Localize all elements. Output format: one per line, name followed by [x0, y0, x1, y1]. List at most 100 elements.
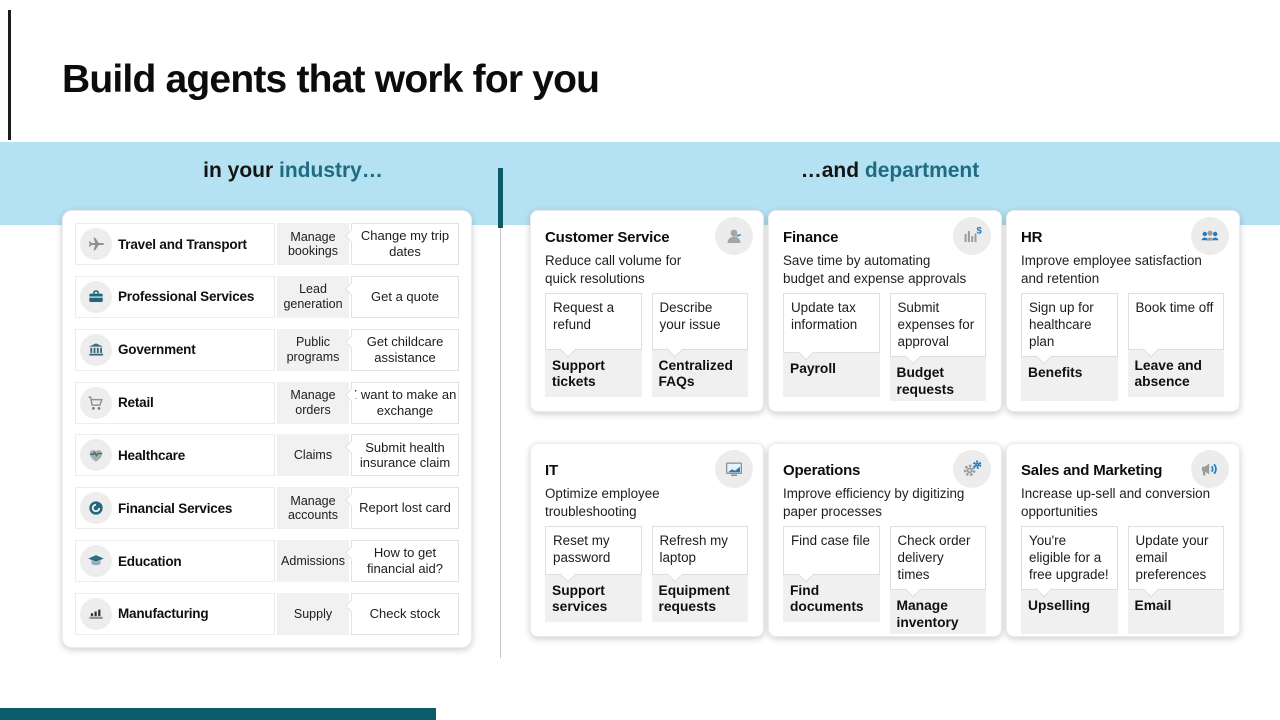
person-icon [715, 217, 753, 255]
example-column: Submit expenses for approval Budget requ… [889, 293, 986, 402]
category-label: Support services [545, 574, 642, 622]
industry-category-chip: Lead generation [277, 275, 349, 318]
industry-category-chip: Manage accounts [277, 487, 349, 530]
industry-name-box: Financial Services [75, 487, 275, 530]
department-card: Finance $ Save time by automating budget… [768, 210, 1002, 412]
page-title: Build agents that work for you [62, 58, 600, 101]
department-card: IT Optimize employee troubleshooting Res… [530, 443, 764, 637]
industry-utterance-bubble: I want to make an exchange [351, 381, 459, 424]
department-title: IT [545, 462, 558, 479]
industry-row: Government Public programs Get childcare… [75, 328, 459, 371]
utterance-bubble: Reset my password [545, 526, 642, 575]
divider-line [500, 228, 501, 658]
industry-row: Healthcare Claims Submit health insuranc… [75, 434, 459, 477]
industry-category-chip: Supply [277, 592, 349, 635]
example-column: Update tax information Payroll [783, 293, 880, 397]
industry-band-label: in your industry… [203, 159, 383, 183]
category-label: Support tickets [545, 349, 642, 397]
industry-name-box: Healthcare [75, 434, 275, 477]
industry-name: Travel and Transport [118, 236, 247, 252]
department-examples: Request a refund Support tickets Describ… [545, 293, 748, 397]
industry-label-prefix: in your [203, 159, 279, 182]
graduation-cap-icon [80, 545, 112, 578]
industry-category-chip: Manage bookings [277, 223, 349, 265]
utterance-bubble: You're eligible for a free upgrade! [1021, 526, 1118, 591]
industry-row: Retail Manage orders I want to make an e… [75, 381, 459, 424]
industry-utterance-bubble: How to get financial aid? [351, 540, 459, 583]
industry-utterance-bubble: Get a quote [351, 275, 459, 318]
category-label: Equipment requests [651, 574, 748, 622]
utterance-bubble: Find case file [783, 526, 880, 575]
industry-label-highlight: industry… [279, 159, 383, 182]
department-examples: Sign up for healthcare plan Benefits Boo… [1021, 293, 1224, 402]
category-label: Leave and absence [1127, 349, 1224, 397]
gears-icon [953, 450, 991, 488]
department-band-label: …and department [801, 159, 980, 183]
government-building-icon [80, 333, 112, 366]
industry-row: Manufacturing Supply Check stock [75, 592, 459, 635]
department-title: Finance [783, 229, 839, 246]
department-grid: Customer Service Reduce call volume for … [530, 210, 1240, 637]
example-column: Update your email preferences Email [1127, 526, 1224, 635]
industry-row: Travel and Transport Manage bookings Cha… [75, 223, 459, 265]
industry-name: Education [118, 553, 182, 569]
utterance-bubble: Update your email preferences [1127, 526, 1224, 591]
utterance-bubble: Check order delivery times [889, 526, 986, 591]
coin-icon [80, 492, 112, 525]
industry-name-box: Government [75, 328, 275, 371]
industry-category-chip: Claims [277, 434, 349, 477]
category-label: Budget requests [889, 357, 986, 402]
category-label: Centralized FAQs [651, 349, 748, 397]
band-left-half: in your industry… [0, 142, 500, 225]
example-column: Sign up for healthcare plan Benefits [1021, 293, 1118, 402]
people-icon [1191, 217, 1229, 255]
department-examples: Reset my password Support services Refre… [545, 526, 748, 622]
category-label: Find documents [783, 574, 880, 622]
top-left-accent-line [8, 10, 11, 140]
industry-name: Professional Services [118, 289, 255, 305]
department-card: Customer Service Reduce call volume for … [530, 210, 764, 412]
airplane-icon [80, 228, 112, 260]
utterance-bubble: Request a refund [545, 293, 642, 350]
industry-utterance-bubble: Report lost card [351, 487, 459, 530]
industry-name: Government [118, 342, 196, 358]
department-title: Operations [783, 462, 861, 479]
category-label: Benefits [1021, 357, 1118, 402]
band-right-half: …and department [500, 142, 1280, 225]
department-title: Sales and Marketing [1021, 462, 1163, 479]
department-examples: You're eligible for a free upgrade! Upse… [1021, 526, 1224, 635]
industry-name-box: Education [75, 540, 275, 583]
svg-text:$: $ [977, 226, 983, 237]
department-card: HR Improve employee satisfaction and ret… [1006, 210, 1240, 412]
industry-name: Financial Services [118, 500, 233, 516]
department-card: Operations Improve efficiency by digitiz… [768, 443, 1002, 637]
briefcase-icon [80, 280, 112, 313]
factory-chart-icon [80, 597, 112, 630]
industry-name-box: Professional Services [75, 275, 275, 318]
industry-utterance-bubble: Change my trip dates [351, 223, 459, 265]
department-description: Save time by automating budget and expen… [783, 253, 967, 286]
example-column: You're eligible for a free upgrade! Upse… [1021, 526, 1118, 635]
department-examples: Find case file Find documents Check orde… [783, 526, 986, 635]
teal-divider-bar [498, 168, 503, 228]
industry-category-chip: Manage orders [277, 381, 349, 424]
department-label-prefix: …and [800, 159, 865, 182]
department-card: Sales and Marketing Increase up-sell and… [1006, 443, 1240, 637]
industry-panel: Travel and Transport Manage bookings Cha… [62, 210, 472, 648]
category-label: Email [1127, 590, 1224, 635]
monitor-chart-icon [715, 450, 753, 488]
industry-category-chip: Admissions [277, 540, 349, 583]
department-title: HR [1021, 229, 1043, 246]
example-column: Request a refund Support tickets [545, 293, 642, 397]
example-column: Check order delivery times Manage invent… [889, 526, 986, 635]
megaphone-icon [1191, 450, 1229, 488]
category-label: Upselling [1021, 590, 1118, 635]
industry-name-box: Manufacturing [75, 592, 275, 635]
bottom-accent-bar [0, 708, 436, 720]
industry-row: Financial Services Manage accounts Repor… [75, 487, 459, 530]
industry-row: Professional Services Lead generation Ge… [75, 275, 459, 318]
utterance-bubble: Book time off [1127, 293, 1224, 350]
department-examples: Update tax information Payroll Submit ex… [783, 293, 986, 402]
department-description: Optimize employee troubleshooting [545, 486, 660, 519]
